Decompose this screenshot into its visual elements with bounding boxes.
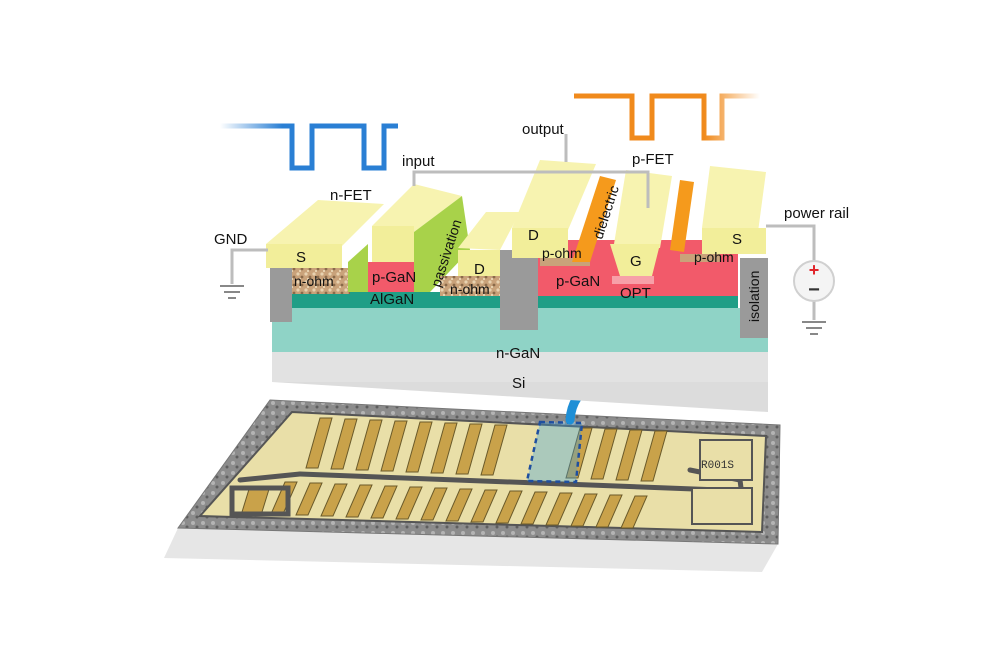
n-ohm-right <box>440 276 500 296</box>
p-gan-nfet <box>366 262 414 292</box>
d-nfet-top <box>458 212 520 250</box>
label-n-ohm-right: n-ohm <box>450 281 490 297</box>
s-left-top <box>266 200 384 246</box>
wiring <box>230 134 816 320</box>
gnd-symbol-left <box>220 285 244 299</box>
s-pfet-top <box>702 166 766 232</box>
d-pfet-top <box>512 160 596 230</box>
s-left-front <box>266 244 342 268</box>
d-pfet-front <box>512 228 568 258</box>
label-input: input <box>402 153 435 170</box>
gate-nfet-front <box>372 226 414 262</box>
label-p-ohm-left: p-ohm <box>542 245 582 261</box>
chip-code-label: R001S <box>701 460 734 472</box>
label-power-rail: power rail <box>784 205 849 222</box>
label-p-gan-n: p-GaN <box>372 269 416 286</box>
p-ohm-right <box>680 254 720 262</box>
gate-nfet-top <box>372 184 462 232</box>
output-waveform <box>574 93 760 141</box>
opt-region <box>612 276 654 284</box>
label-isolation: isolation <box>746 271 762 322</box>
label-d-p: D <box>528 227 539 244</box>
chip-fingers-bottom <box>241 481 648 529</box>
label-s-left: S <box>296 249 306 266</box>
label-p-ohm-right: p-ohm <box>694 249 734 265</box>
g-pfet-front <box>610 244 660 276</box>
passivation-left <box>348 244 368 292</box>
dielectric-slab <box>572 176 616 262</box>
s-pfet-front <box>702 228 766 254</box>
g-pfet-top <box>614 170 672 248</box>
chip-pads <box>691 439 753 525</box>
gnd-wire <box>230 248 268 284</box>
d-nfet-front <box>458 250 500 276</box>
label-algan: AlGaN <box>370 291 414 308</box>
label-s-right: S <box>732 231 742 248</box>
label-n-fet: n-FET <box>330 187 372 204</box>
p-ohm-left <box>540 258 590 266</box>
plus-sign: + <box>809 260 820 280</box>
label-d-n: D <box>474 261 485 278</box>
label-gnd: GND <box>214 231 248 248</box>
label-p-gan-p: p-GaN <box>556 273 600 290</box>
label-p-fet: p-FET <box>632 151 674 168</box>
input-waveform <box>220 123 398 171</box>
isolation-right <box>740 258 768 338</box>
power-source: + − <box>793 260 835 302</box>
label-opt: OPT <box>620 285 651 302</box>
passivation-slab <box>414 196 470 292</box>
dielectric-right <box>670 180 694 252</box>
power-rail-wire <box>766 224 816 262</box>
label-n-gan: n-GaN <box>496 345 540 362</box>
isolation-center <box>500 250 538 330</box>
input-wire <box>412 170 650 208</box>
device-cross-section <box>266 160 768 412</box>
label-n-ohm-left: n-ohm <box>294 273 334 289</box>
minus-sign: − <box>808 279 820 301</box>
n-ohm-left <box>292 268 350 294</box>
chip-micrograph: R001S <box>164 399 781 572</box>
label-g: G <box>630 253 642 270</box>
gnd-symbol-right <box>802 321 826 335</box>
chip-base-edge <box>164 528 778 572</box>
isolation-left <box>270 262 292 322</box>
label-output: output <box>522 121 565 138</box>
label-si: Si <box>512 375 525 392</box>
